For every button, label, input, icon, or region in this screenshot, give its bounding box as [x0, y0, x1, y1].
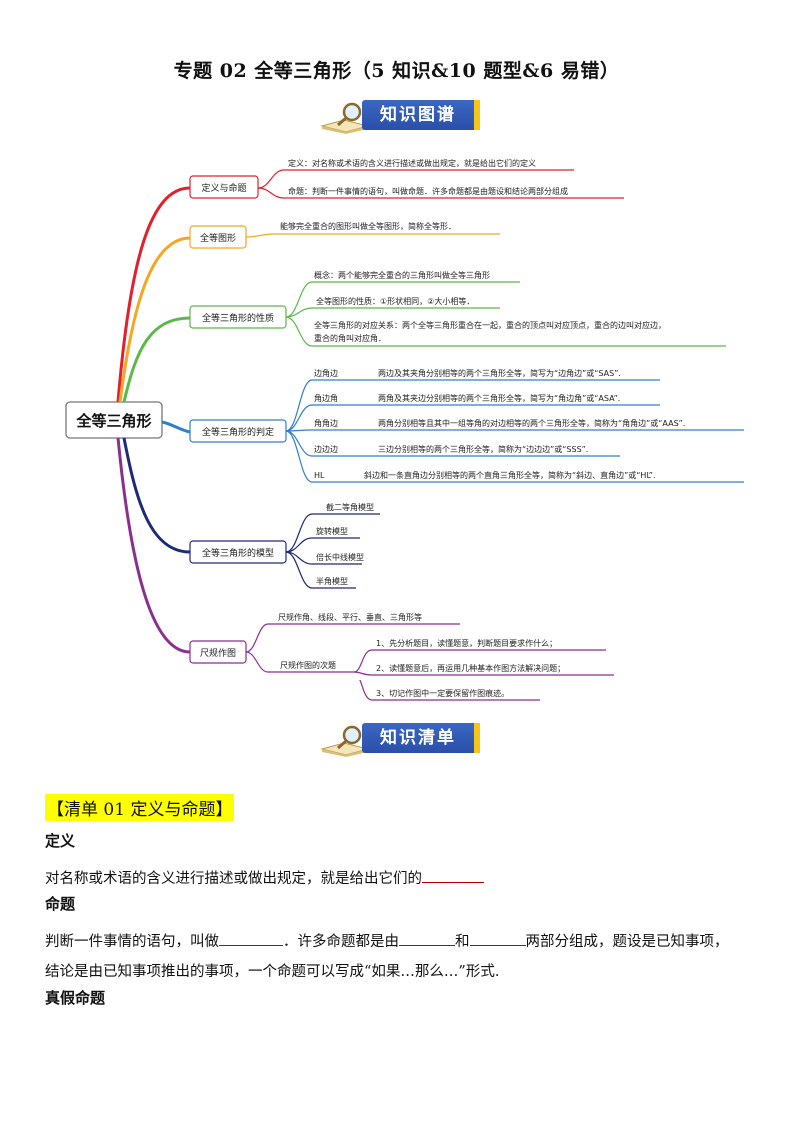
- branch3-concept: 概念：两个能够完全重合的三角形叫做全等三角形: [314, 270, 490, 280]
- branch2-label: 全等图形: [200, 232, 236, 244]
- model-1: 截二等角模型: [326, 502, 374, 512]
- mind-map-steps: 1、先分析题目，读懂题意，判断题目要求作什么； 2、读懂题意后，再运用几种基本作…: [376, 638, 565, 673]
- true-false-heading: 真假命题: [45, 989, 106, 1007]
- branch3-nature: 全等图形的性质：①形状相同，②大小相等．: [316, 296, 474, 306]
- branch1-definition: 定义：对名称或术语的含义进行描述或做出规定，就是给出它们的定义: [288, 158, 536, 168]
- knowledge-list-banner: 知识清单: [318, 719, 483, 757]
- branch3-correspondence-2: 重合的角叫对应角．: [314, 333, 386, 343]
- proposition-text-d: 两部分组成，题设是已知事项，: [525, 934, 729, 950]
- branch3-correspondence-1: 全等三角形的对应关系：两个全等三角形重合在一起，重合的顶点叫对应顶点，重合的边叫…: [314, 320, 666, 330]
- rule-aas-name: 角角边: [314, 418, 338, 428]
- model-3: 倍长中线模型: [316, 552, 364, 562]
- banner-label: 知识清单: [380, 728, 456, 748]
- mind-root-label: 全等三角形: [75, 412, 151, 430]
- step-1: 1、先分析题目，读懂题意，判断题目要求作什么；: [376, 638, 557, 648]
- rule-hl-text: 斜边和一条直角边分别相等的两个直角三角形全等，简称为“斜边、直角边”或“HL”.: [364, 470, 656, 480]
- branch-curve-4: [161, 420, 191, 434]
- model-2: 旋转模型: [316, 526, 348, 536]
- book-magnifier-icon: [320, 102, 370, 134]
- section-title: 【清单 01 定义与命题】: [45, 794, 235, 821]
- proposition-blank-2[interactable]: [399, 931, 455, 946]
- proposition-heading: 命题: [45, 895, 76, 913]
- proposition-line-2: 结论是由已知事项推出的事项，一个命题可以写成“如果…那么…”形式.: [45, 964, 500, 980]
- rule-aas-text: 两角分别相等且其中一组等角的对边相等的两个三角形全等，简称为“角角边”或“AAS…: [378, 418, 685, 428]
- mind-map: 全等三角形 定义与命题 定义：对名称或术语的含义进行描述或做出规定，就是给出它们…: [65, 158, 744, 676]
- branch4-label: 全等三角形的判定: [202, 426, 274, 438]
- definition-paragraph: 对名称或术语的含义进行描述或做出规定，就是给出它们的: [45, 867, 484, 888]
- branch2-text: 能够完全重合的图形叫做全等图形，简称全等形．: [280, 221, 456, 231]
- branch-curve-5: [122, 437, 191, 554]
- model-4: 半角模型: [316, 576, 348, 586]
- branch6-label: 尺规作图: [200, 647, 236, 659]
- rule-asa-text: 两角及其夹边分别相等的两个三角形全等，简写为“角边角”或“ASA”.: [378, 393, 620, 403]
- step-3: 3、切记作图中一定要保留作图痕迹。: [376, 688, 509, 698]
- rule-sss-name: 边边边: [314, 444, 338, 454]
- banner-label: 知识图谱: [380, 105, 456, 125]
- definition-text: 对名称或术语的含义进行描述或做出规定，就是给出它们的: [45, 871, 422, 887]
- mind-map-tail: 3、切记作图中一定要保留作图痕迹。: [359, 680, 540, 701]
- rule-sas-text: 两边及其夹角分别相等的两个三角形全等，简写为“边角边”或“SAS”.: [378, 368, 621, 378]
- branch3-label: 全等三角形的性质: [202, 312, 274, 324]
- branch1-label: 定义与命题: [201, 182, 246, 194]
- proposition-text-b: ．许多命题都是由: [283, 934, 399, 950]
- rule-sas-name: 边角边: [314, 368, 338, 378]
- rule-asa-name: 角边角: [314, 393, 338, 403]
- rule-hl-name: HL: [314, 471, 325, 480]
- document-title: 专题 02 全等三角形（5 知识&10 题型&6 易错）: [173, 60, 620, 82]
- branch5-label: 全等三角形的模型: [202, 547, 274, 559]
- knowledge-map-banner: 知识图谱: [318, 96, 483, 134]
- proposition-text-a: 判断一件事情的语句，叫做: [45, 934, 219, 950]
- branch-curve-1: [116, 186, 191, 403]
- proposition-paragraph: 判断一件事情的语句，叫做 ．许多命题都是由 和 两部分组成，题设是已知事项，: [45, 930, 729, 951]
- branch-curve-3: [122, 316, 191, 403]
- branch-curve-2: [118, 236, 191, 403]
- proposition-blank-1[interactable]: [219, 931, 283, 946]
- mind-root-box: [65, 401, 163, 439]
- step-2: 2、读懂题意后，再运用几种基本作图方法解决问题；: [376, 663, 565, 673]
- branch1-proposition: 命题：判断一件事情的语句，叫做命题．许多命题都是由题设和结论两部分组成: [288, 186, 568, 196]
- branch6-basic: 尺规作角、线段、平行、垂直、三角形等: [278, 612, 422, 622]
- branch-curve-6: [116, 437, 191, 654]
- definition-heading: 定义: [45, 832, 76, 850]
- proposition-text-c: 和: [455, 934, 470, 950]
- rule-sss-text: 三边分别相等的两个三角形全等，简称为“边边边”或“SSS”.: [378, 444, 588, 454]
- branch6-steps-label: 尺规作图的次题: [280, 660, 336, 670]
- proposition-blank-3[interactable]: [469, 931, 526, 946]
- definition-blank[interactable]: [422, 868, 484, 883]
